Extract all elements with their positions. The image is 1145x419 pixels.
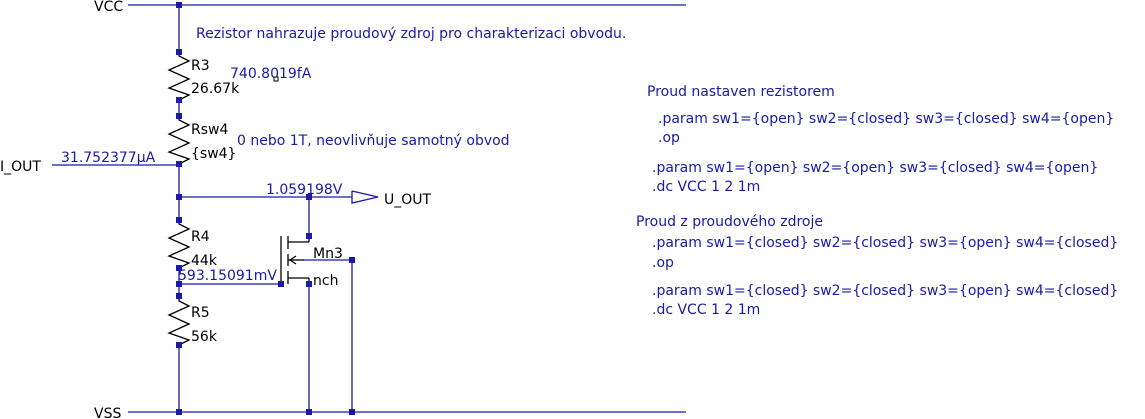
junction-dot: [176, 194, 182, 200]
r3-current-readout: 740.8019fA: [230, 66, 312, 82]
junction-dot: [306, 194, 312, 200]
node-voltage-readout: 593.15091mV: [178, 268, 277, 284]
comment-top: Rezistor nahrazuje proudový zdroj pro ch…: [196, 26, 626, 42]
directive-heading-source: Proud z proudového zdroje: [636, 214, 823, 230]
directive-param-4: .param sw1={closed} sw2={closed} sw3={op…: [652, 283, 1118, 299]
junction-dot: [176, 161, 182, 167]
junction-dot: [306, 409, 312, 415]
net-label-i-out: I_OUT: [0, 159, 41, 175]
r3-value: 26.67k: [191, 81, 240, 97]
directive-op-1: .op: [658, 130, 680, 146]
junction-dot: [176, 342, 182, 348]
i-out-current-readout: 31.752377µA: [61, 150, 156, 166]
u-out-flag: [351, 190, 379, 204]
rsw4-symbol: [167, 116, 191, 165]
junction-dot: [176, 409, 182, 415]
r3-name: R3: [191, 58, 210, 74]
r4-value: 44k: [191, 253, 218, 269]
r4-name: R4: [191, 229, 210, 245]
net-label-u-out: U_OUT: [384, 192, 432, 208]
mn3-name: Mn3: [313, 246, 343, 262]
junction-dot: [176, 97, 182, 103]
directive-param-1: .param sw1={open} sw2={closed} sw3={clos…: [658, 111, 1114, 127]
r5-value: 56k: [191, 329, 218, 345]
junction-dot: [176, 2, 182, 8]
junction-dot: [349, 257, 355, 263]
r5-name: R5: [191, 305, 210, 321]
junction-dot: [176, 49, 182, 55]
junction-dot: [176, 293, 182, 299]
junction-dot: [176, 281, 182, 287]
junction-dot: [176, 113, 182, 119]
r3-symbol: [167, 52, 191, 101]
directive-param-3: .param sw1={closed} sw2={closed} sw3={op…: [652, 235, 1118, 251]
r5-symbol: [167, 296, 191, 346]
comment-rsw4: 0 nebo 1T, neovlivňuje samotný obvod: [237, 133, 510, 149]
junction-dot: [278, 281, 284, 287]
rsw4-value: {sw4}: [191, 146, 236, 162]
junction-dot: [176, 217, 182, 223]
readout-marker: [273, 76, 279, 82]
junction-dot: [176, 265, 182, 271]
directive-dc-1: .dc VCC 1 2 1m: [652, 179, 760, 195]
mn3-model: nch: [313, 273, 338, 289]
directive-op-2: .op: [652, 255, 674, 271]
directive-dc-2: .dc VCC 1 2 1m: [652, 302, 760, 318]
rsw4-name: Rsw4: [191, 122, 228, 138]
net-label-vss: VSS: [94, 406, 121, 419]
junction-dot: [349, 409, 355, 415]
r4-symbol: [167, 220, 191, 269]
net-label-vcc: VCC: [94, 0, 123, 15]
u-out-voltage-readout: 1.059198V: [266, 182, 343, 198]
junction-dot: [306, 281, 312, 287]
directive-param-2: .param sw1={open} sw2={open} sw3={closed…: [652, 160, 1098, 176]
junction-dot: [306, 233, 312, 239]
directive-heading-resistor: Proud nastaven rezistorem: [647, 84, 835, 100]
